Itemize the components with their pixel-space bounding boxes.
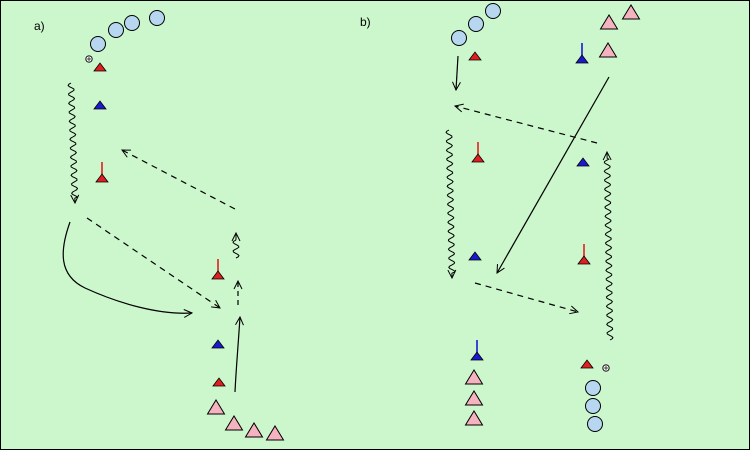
dribble-arrow: [604, 152, 614, 341]
player-icon: [90, 36, 106, 52]
player-icon: [451, 30, 467, 46]
cone-icon: [206, 399, 226, 415]
player-icon: [585, 398, 601, 414]
ball-icon: [85, 55, 93, 63]
marker-icon: [580, 359, 594, 369]
run-arrow: [62, 221, 192, 313]
cone-icon: [464, 390, 484, 406]
pole-icon: [470, 340, 484, 361]
player-icon: [485, 3, 501, 19]
drill-objects: [85, 3, 641, 441]
player-icon: [468, 16, 484, 32]
run-arrow: [234, 317, 240, 393]
cone-icon: [244, 422, 264, 438]
cone-icon: [599, 14, 619, 30]
pole-icon: [471, 142, 485, 163]
pole-icon: [95, 162, 109, 183]
marker-icon: [468, 251, 482, 261]
player-icon: [108, 22, 124, 38]
cone-icon: [598, 42, 618, 58]
marker-icon: [211, 339, 225, 349]
player-icon: [124, 15, 140, 31]
marker-icon: [93, 100, 107, 110]
movement-lines: [62, 55, 614, 393]
panel-b-label: b): [360, 15, 371, 29]
player-icon: [149, 10, 165, 26]
ball-icon: [602, 364, 610, 372]
cone-icon: [464, 410, 484, 426]
marker-icon: [468, 51, 482, 61]
pole-icon: [575, 43, 589, 64]
marker-icon: [212, 377, 226, 387]
panel-a-label: a): [34, 19, 45, 33]
pass-arrow: [455, 106, 598, 144]
pass-arrow: [474, 282, 578, 312]
cone-icon: [224, 415, 244, 431]
run-arrow: [456, 55, 458, 90]
cone-icon: [621, 4, 641, 20]
pole-icon: [577, 244, 591, 265]
dribble-arrow: [445, 129, 455, 278]
pole-icon: [211, 259, 225, 280]
cone-icon: [265, 425, 285, 441]
marker-icon: [576, 157, 590, 167]
run-arrow: [497, 76, 610, 273]
player-icon: [587, 416, 603, 432]
dribble-arrow: [67, 82, 77, 203]
pass-arrow: [86, 217, 220, 308]
player-icon: [585, 380, 601, 396]
dribble-arrow: [233, 233, 239, 259]
cone-icon: [464, 369, 484, 385]
marker-icon: [93, 62, 107, 72]
